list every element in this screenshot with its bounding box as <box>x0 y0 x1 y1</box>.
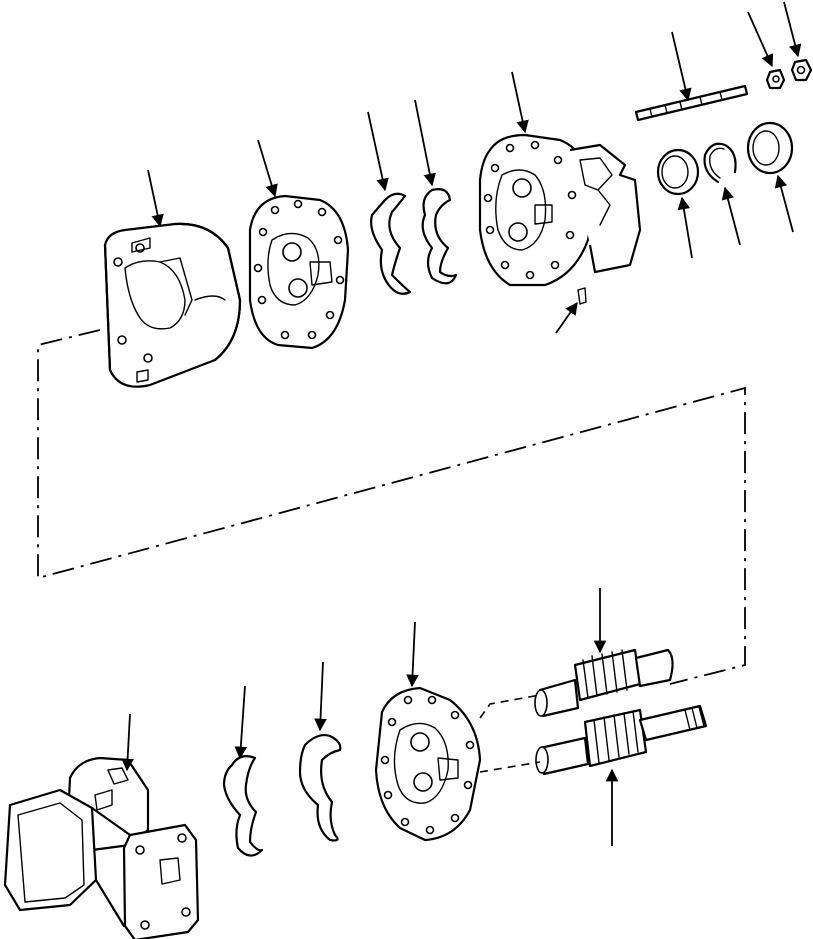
gear-housing <box>478 133 642 287</box>
leader-seal-lower-b <box>234 685 248 760</box>
gear-connectors <box>479 694 541 773</box>
stud <box>634 84 749 122</box>
leader-seal-upper-b <box>414 99 436 187</box>
driven-gear <box>535 704 708 776</box>
leader-seal-upper-a <box>367 111 389 192</box>
leader-lines <box>121 1 802 846</box>
leader-wear-plate-upper <box>257 139 278 198</box>
leader-bearing <box>774 174 794 233</box>
leader-rear-housing <box>147 169 164 228</box>
leader-gear-housing <box>511 71 529 134</box>
centerline <box>37 329 746 685</box>
seal-upper-a <box>370 192 412 295</box>
rear-housing <box>103 222 242 388</box>
dowel-pin <box>577 287 587 305</box>
leader-wear-plate-lower <box>406 621 419 688</box>
leader-seal-ring <box>677 196 693 259</box>
nut-a <box>765 68 786 90</box>
front-housing <box>3 756 200 939</box>
leader-nut-a <box>747 11 774 68</box>
drive-gear <box>534 648 674 718</box>
wear-plate-lower <box>374 686 482 842</box>
leader-seal-lower-a <box>314 661 327 732</box>
wear-plate-upper <box>248 194 350 350</box>
seal-ring <box>656 148 700 196</box>
seal-lower-a <box>298 733 342 842</box>
seal-lower-b <box>222 755 264 857</box>
leader-front-housing <box>121 713 134 772</box>
bearing <box>746 121 794 175</box>
seal-upper-b <box>421 188 458 285</box>
snap-ring <box>703 142 737 184</box>
leader-nut-b <box>783 1 802 58</box>
nut-b <box>790 58 813 82</box>
leader-snap-ring <box>721 186 741 246</box>
leader-dowel-pin <box>555 301 578 334</box>
leader-stud <box>671 31 692 102</box>
